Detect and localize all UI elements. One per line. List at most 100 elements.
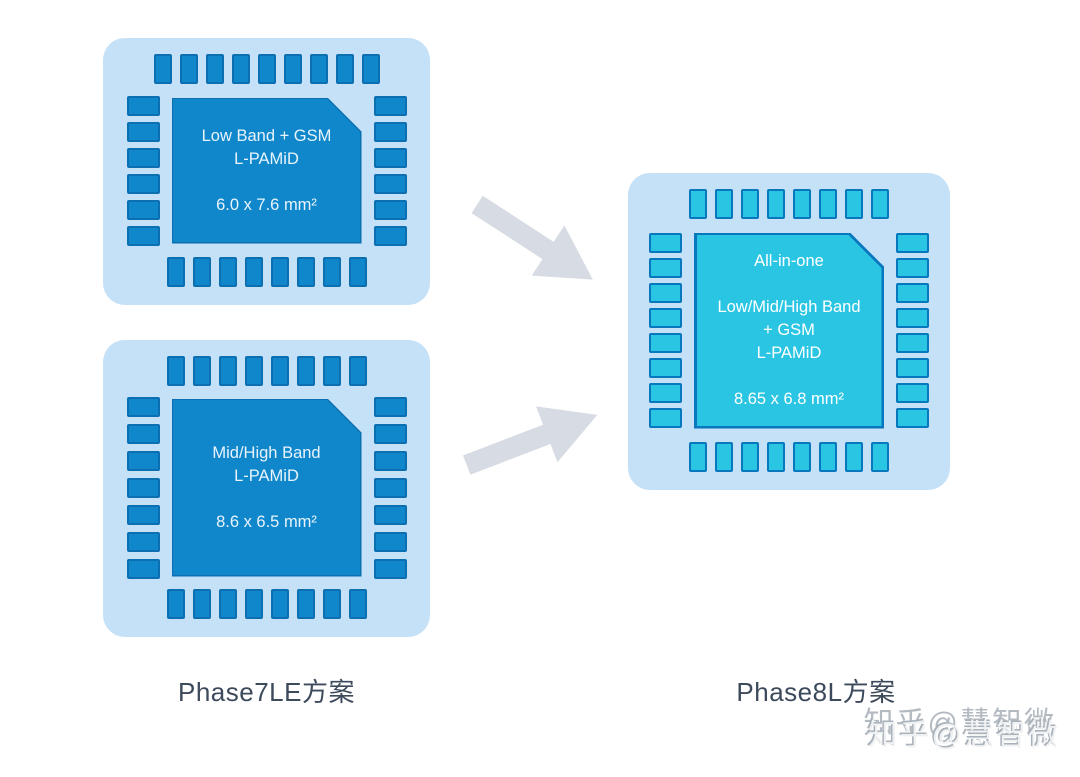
die-text-line: 6.0 x 7.6 mm² [216, 195, 317, 214]
die-text-line [697, 273, 882, 296]
pad [270, 589, 289, 619]
pad [126, 477, 160, 498]
pad [819, 189, 837, 219]
pad [296, 356, 315, 386]
pad [845, 442, 863, 472]
pad [231, 54, 250, 84]
pad [296, 257, 315, 287]
pad [767, 189, 785, 219]
watermark-text: 知乎@慧智微 [867, 719, 1060, 752]
pad [126, 531, 160, 552]
pad [896, 233, 929, 253]
pad [126, 225, 160, 246]
die-text-line: L-PAMiD [234, 466, 299, 485]
pad [373, 95, 407, 116]
pad [218, 356, 237, 386]
die: Low Band + GSM L-PAMiD 6.0 x 7.6 mm² [172, 98, 362, 244]
right-solution-label: Phase8L方案 [736, 677, 896, 707]
pad [373, 199, 407, 220]
pad-column [126, 396, 160, 579]
pad-column [373, 396, 407, 579]
die-text-line: Mid/High Band [212, 443, 321, 462]
pad [309, 54, 328, 84]
pad [335, 54, 354, 84]
pad [126, 450, 160, 471]
pad [649, 308, 682, 328]
pad [244, 257, 263, 287]
chip-middle: Low Band + GSM L-PAMiD 6.0 x 7.6 mm² [119, 94, 414, 247]
pad [715, 189, 733, 219]
pad [649, 258, 682, 278]
pad [373, 450, 407, 471]
die-text-line: Low/Mid/High Band [717, 298, 861, 316]
pad [179, 54, 198, 84]
pad [348, 589, 367, 619]
pad [348, 257, 367, 287]
pad [896, 258, 929, 278]
pad [257, 54, 276, 84]
pad [218, 257, 237, 287]
pad [126, 121, 160, 142]
die-text: Low Band + GSM L-PAMiD 6.0 x 7.6 mm² [173, 99, 360, 242]
pad [218, 589, 237, 619]
pad-column [373, 95, 407, 246]
arrow-up-right-icon [455, 385, 609, 495]
pad [896, 283, 929, 303]
pad-column [126, 95, 160, 246]
pad [192, 257, 211, 287]
die-text-line: L-PAMiD [756, 344, 822, 362]
pad-row [119, 356, 414, 386]
pad [126, 423, 160, 444]
pad [767, 442, 785, 472]
pad [373, 504, 407, 525]
pad [126, 147, 160, 168]
pad [166, 257, 185, 287]
pad [649, 333, 682, 353]
pad-column [649, 233, 682, 428]
arrow-down-right-icon [460, 178, 611, 307]
die-text-line: 8.65 x 6.8 mm² [733, 390, 845, 408]
pad-row [119, 257, 414, 287]
pad [322, 257, 341, 287]
pad [793, 189, 811, 219]
pad [192, 356, 211, 386]
pad-row [644, 189, 934, 219]
pad [322, 589, 341, 619]
die-text-line: L-PAMiD [234, 149, 299, 168]
pad [871, 442, 889, 472]
pad [896, 408, 929, 428]
pad [373, 423, 407, 444]
watermark-shadow-text: 知乎@慧智微 [863, 707, 1056, 740]
die-text-line: Low Band + GSM [201, 126, 332, 145]
pad [649, 283, 682, 303]
pad [296, 589, 315, 619]
pad [649, 358, 682, 378]
pad-row [119, 54, 414, 84]
die-text-line: All-in-one [754, 252, 824, 270]
pad [205, 54, 224, 84]
pad [649, 408, 682, 428]
pad [126, 95, 160, 116]
pad [166, 589, 185, 619]
pad [845, 189, 863, 219]
pad [715, 442, 733, 472]
die-text-line [173, 171, 360, 194]
pad [649, 383, 682, 403]
pad [361, 54, 380, 84]
die-text-line [173, 488, 360, 511]
pad [689, 189, 707, 219]
pad [896, 333, 929, 353]
pad [126, 396, 160, 417]
pad [689, 442, 707, 472]
pad [348, 356, 367, 386]
pad [373, 225, 407, 246]
pad [373, 173, 407, 194]
pad [126, 173, 160, 194]
